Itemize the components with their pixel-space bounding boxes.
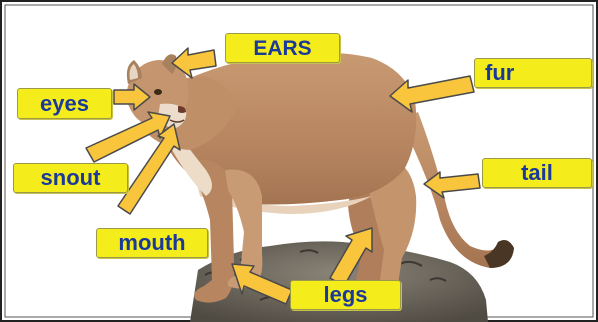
label-tail: tail bbox=[482, 158, 592, 188]
label-snout: snout bbox=[13, 163, 128, 193]
label-eyes: eyes bbox=[17, 88, 112, 119]
label-mouth: mouth bbox=[96, 228, 208, 258]
label-ears: EARS bbox=[225, 33, 340, 63]
label-legs: legs bbox=[290, 280, 401, 310]
label-fur: fur bbox=[474, 58, 592, 88]
tail-tip bbox=[484, 240, 514, 268]
cougar-eye bbox=[154, 89, 162, 95]
